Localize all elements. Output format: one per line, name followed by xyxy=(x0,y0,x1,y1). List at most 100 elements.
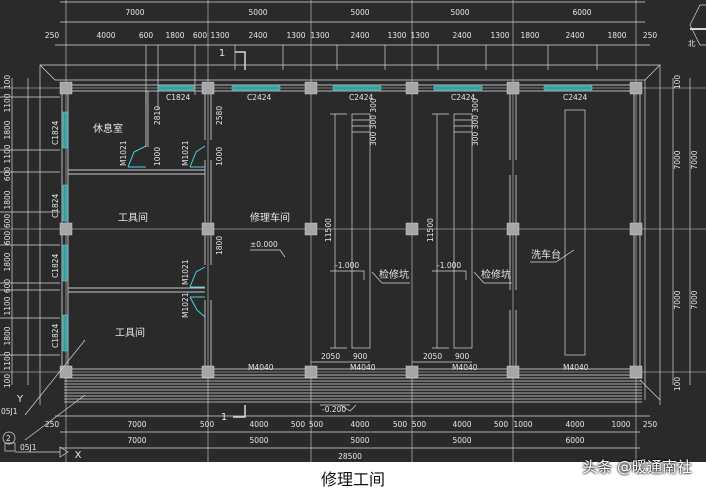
dim-1000: 1000 xyxy=(153,147,162,166)
window-label-left: C1824 xyxy=(51,193,60,218)
room-label-tool-1: 工具间 xyxy=(118,211,148,224)
column xyxy=(59,365,73,379)
dim-bottom-axis: 6000 xyxy=(565,436,584,445)
elevation-pit-1: -1.000 xyxy=(335,261,359,270)
dim-right-inner: 7000 xyxy=(673,150,682,169)
inspection-pit-2 xyxy=(453,113,473,349)
dim-top-detail: 1300 xyxy=(410,31,429,40)
axis-x-marker xyxy=(59,446,69,458)
column xyxy=(506,81,520,95)
window-c1824-left xyxy=(62,184,68,222)
column xyxy=(59,222,73,236)
dim-top-detail: 1300 xyxy=(210,31,229,40)
dim-left: 100 xyxy=(3,374,12,389)
column xyxy=(506,365,520,379)
dim-2810: 2810 xyxy=(153,106,162,125)
dim-bottom-detail: 500 xyxy=(200,420,215,429)
window-c2424 xyxy=(543,85,593,91)
dim-top-detail: 2400 xyxy=(350,31,369,40)
dim-top-detail: 2400 xyxy=(565,31,584,40)
dim-left: 1800 xyxy=(3,120,12,139)
dim-11500: 11500 xyxy=(426,218,435,242)
floor-plan: 休息室 工具间 工具间 修理车间 检修坑 检修坑 洗车台 ±0.000 -1.0… xyxy=(0,0,706,462)
dim-top-detail: 1800 xyxy=(607,31,626,40)
column xyxy=(304,365,318,379)
dim-left: 100 xyxy=(3,75,12,90)
dim-right-outer: 7000 xyxy=(690,150,699,169)
window-c1824-left xyxy=(62,244,68,282)
dim-left: 600 xyxy=(3,279,12,294)
detail-number: 2 xyxy=(6,434,11,443)
dim-2050: 2050 xyxy=(423,352,442,361)
dim-left: 600 xyxy=(3,231,12,246)
window-label-c1824: C1824 xyxy=(166,93,191,102)
dim-bottom-axis: 5000 xyxy=(350,436,369,445)
detail-ref: 05J1 xyxy=(1,407,18,416)
window-c2424 xyxy=(433,85,483,91)
column xyxy=(629,81,643,95)
wash-platform xyxy=(564,109,586,356)
dim-top-detail: 2400 xyxy=(452,31,471,40)
dim-bottom-total: 28500 xyxy=(338,452,362,461)
dim-right-inner: 100 xyxy=(673,75,682,90)
door-label-m4040: M4040 xyxy=(248,363,274,372)
window-c2424 xyxy=(231,85,281,91)
window-c1824-left xyxy=(62,111,68,149)
dim-300-steps: 300 300 300 xyxy=(471,98,480,146)
dim-1800: 1800 xyxy=(215,236,224,255)
section-mark-label: 1 xyxy=(221,412,227,423)
dim-left: 600 xyxy=(3,167,12,182)
dim-bottom-axis: 5000 xyxy=(452,436,471,445)
window-label-left: C1824 xyxy=(51,120,60,145)
dim-left: 1100 xyxy=(3,351,12,370)
watermark: 头条 @暖通南社 xyxy=(582,458,692,476)
column xyxy=(629,222,643,236)
window-label-c2424: C2424 xyxy=(563,93,588,102)
dim-top-axis: 6000 xyxy=(572,8,591,17)
dim-bottom-detail: 500 xyxy=(412,420,427,429)
door-label-m4040: M4040 xyxy=(350,363,376,372)
axis-label-x: X xyxy=(75,450,82,461)
dim-left: 1100 xyxy=(3,144,12,163)
structural-columns xyxy=(59,81,643,379)
dim-bottom-detail: 4000 xyxy=(565,420,584,429)
dim-2580: 2580 xyxy=(215,106,224,125)
drawing-background xyxy=(0,0,706,462)
doors xyxy=(127,145,206,318)
column xyxy=(405,81,419,95)
dim-bottom-detail: 250 xyxy=(45,420,60,429)
dim-bottom-detail: 1000 xyxy=(513,420,532,429)
door-label-m1021: M1021 xyxy=(119,140,128,166)
dim-bottom-detail: 500 xyxy=(494,420,509,429)
window-c1824-left xyxy=(62,314,68,352)
dim-top-detail: 2400 xyxy=(248,31,267,40)
dim-top-detail: 4000 xyxy=(96,31,115,40)
canopy-outline xyxy=(39,64,661,405)
section-mark-bottom xyxy=(233,405,246,418)
room-label-wash-platform: 洗车台 xyxy=(531,248,561,261)
dim-top-detail: 1300 xyxy=(286,31,305,40)
dim-11500: 11500 xyxy=(324,218,333,242)
dim-bottom-detail: 500 xyxy=(309,420,324,429)
window-label-left: C1824 xyxy=(51,323,60,348)
dim-right-inner: 100 xyxy=(673,377,682,392)
window-c1824-top xyxy=(157,85,195,91)
room-label-tool-2: 工具间 xyxy=(115,326,145,339)
column xyxy=(201,222,215,236)
dim-top-detail: 1300 xyxy=(387,31,406,40)
column xyxy=(201,81,215,95)
dim-bottom-detail: 4000 xyxy=(452,420,471,429)
door-label-m4040: M4040 xyxy=(563,363,589,372)
entrance-steps xyxy=(64,377,642,403)
window-label-c2424: C2424 xyxy=(247,93,272,102)
window-label-c2424: C2424 xyxy=(451,93,476,102)
dim-right-inner: 7000 xyxy=(673,290,682,309)
section-mark-top xyxy=(235,51,246,70)
dim-top-axis: 7000 xyxy=(125,8,144,17)
dim-top-axis: 5000 xyxy=(450,8,469,17)
axis-label-y: Y xyxy=(16,394,24,405)
door-swing xyxy=(189,296,206,318)
dim-bottom-detail: 4000 xyxy=(249,420,268,429)
pits xyxy=(250,109,586,363)
